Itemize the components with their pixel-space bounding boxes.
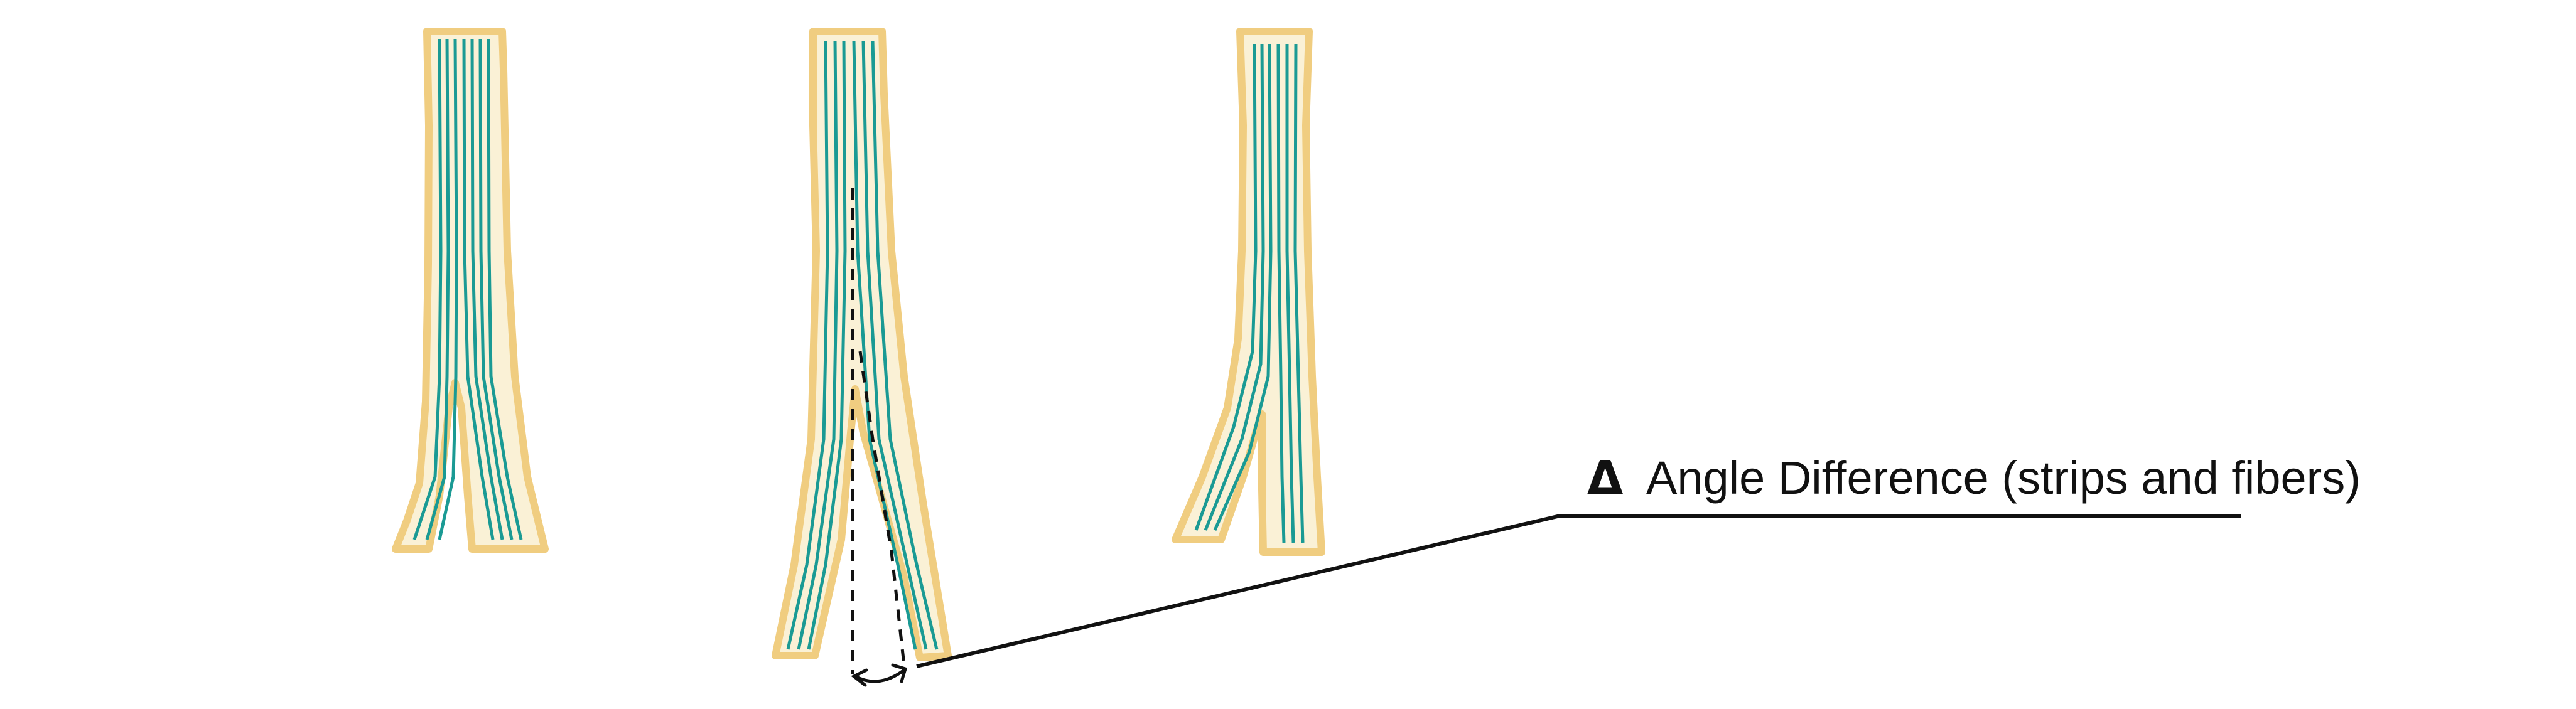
callout-label: Angle Difference (strips and fibers) [1646,452,2361,504]
angle-arc [851,663,908,687]
delta-symbol: Δ [1587,451,1623,505]
angled-reference-line [858,351,906,666]
callout-leader-line [916,514,2241,668]
arc-arrowhead-left [851,668,868,687]
angle-reference-lines [851,188,906,674]
fiber-lines [1194,43,1305,543]
angle-difference-callout: Δ Angle Difference (strips and fibers) [916,451,2361,668]
split-strip-one-sided [1172,28,1325,556]
strip-outline [1172,28,1325,556]
strip-outline [772,28,952,661]
strip-outline [392,28,549,553]
fiber-lines [412,38,523,540]
fiber-lines [786,40,939,650]
split-strip-symmetric [392,28,549,553]
split-strip-with-angle [772,28,952,687]
arc-arrowhead-right [891,663,908,683]
